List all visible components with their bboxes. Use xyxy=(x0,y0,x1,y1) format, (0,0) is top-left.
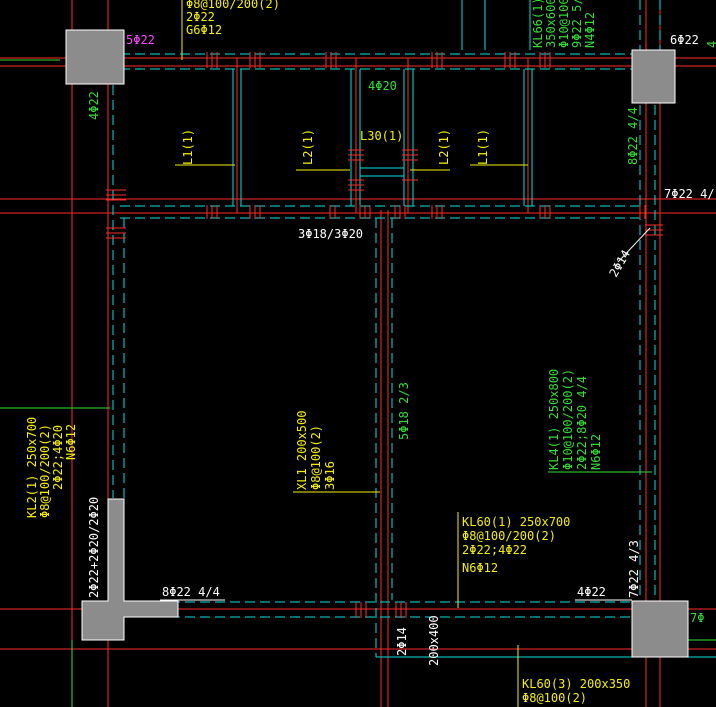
kl66-c: Φ10@100 xyxy=(557,0,571,48)
right-8phi22: 8Φ22 4/4 xyxy=(626,107,640,165)
xl1-c: 3Φ16 xyxy=(323,461,337,490)
ticks-top-1 xyxy=(206,52,551,68)
rebar-ticks xyxy=(106,52,663,618)
kl60-1-b: Φ8@100/200(2) xyxy=(462,529,556,543)
bottom-7phi22-right: 7Φ22 4/3 xyxy=(627,540,641,598)
columns xyxy=(65,29,689,658)
ticks-bot-1 xyxy=(355,602,407,618)
bottom-4phi22: 4Φ22 xyxy=(577,585,606,599)
xl1-b: Φ8@100(2) xyxy=(309,425,323,490)
l2-right-label: L2(1) xyxy=(437,129,451,165)
top-right-6phi22: 6Φ22 xyxy=(670,33,699,47)
ticks-mid-1 xyxy=(206,205,646,219)
kl66-a: KL66(1) xyxy=(531,0,545,48)
white-3phi18: 3Φ18/3Φ20 xyxy=(298,227,363,241)
kl60-1-d: N6Φ12 xyxy=(462,561,498,575)
bottom-200x400: 200x400 xyxy=(427,615,441,666)
kl60-3-a: KL60(3) 200x350 xyxy=(522,677,630,691)
kl66-b: 350x600 xyxy=(544,0,558,48)
kl66-d: 9Φ22 5/4 xyxy=(570,0,584,48)
column-bottom-right xyxy=(631,600,689,658)
leader-2phi14-top xyxy=(617,227,651,263)
l30-label: L30(1) xyxy=(360,129,403,143)
bottom-2phi14: 2Φ14 xyxy=(395,627,409,656)
kl41-d: N6Φ12 xyxy=(589,434,603,470)
kl2-a: KL2(1) 250x700 xyxy=(25,417,39,518)
top-label-b: 2Φ22 xyxy=(186,10,215,24)
kl66-e: N4Φ12 xyxy=(583,12,597,48)
top-right-4: 4 xyxy=(705,41,716,48)
kl60-3-b: Φ8@100(2) xyxy=(522,691,587,705)
xl1-a: XL1 200x500 xyxy=(295,411,309,490)
l2-left-label: L2(1) xyxy=(301,129,315,165)
column-top-left xyxy=(65,29,125,85)
magenta-5phi22: 5Φ22 xyxy=(126,33,155,47)
l1-left-label: L1(1) xyxy=(181,129,195,165)
l30-box xyxy=(359,167,405,177)
beam-outlines xyxy=(112,0,716,658)
top-label-a: Φ8@100/200(2) xyxy=(186,0,280,11)
ticks-beam-v xyxy=(348,149,418,191)
top-label-c: G6Φ12 xyxy=(186,23,222,37)
left-top-4phi22: 4Φ22 xyxy=(87,91,101,120)
kl60-1-c: 2Φ22;4Φ22 xyxy=(462,543,527,557)
column-top-right xyxy=(631,49,676,104)
left-2phi22-2phi20: 2Φ22+2Φ20/2Φ20 xyxy=(87,497,101,598)
l1-right-label: L1(1) xyxy=(476,129,490,165)
bottom-8phi22: 8Φ22 4/4 xyxy=(162,585,220,599)
bottom-7phi-edge: 7Φ xyxy=(690,611,704,625)
kl41-a: KL4(1) 250x800 xyxy=(547,369,561,470)
right-7phi22-top: 7Φ22 4/ xyxy=(664,187,715,201)
kl41-c: 2Φ22;8Φ20 4/4 xyxy=(575,376,589,470)
kl60-1-a: KL60(1) 250x700 xyxy=(462,515,570,529)
column-bottom-left xyxy=(81,498,179,641)
ticks-left-1 xyxy=(106,189,126,239)
kl2-c: 2Φ22;4Φ20 xyxy=(51,425,65,490)
green-4phi20: 4Φ20 xyxy=(368,79,397,93)
kl2-d: N6Φ12 xyxy=(64,424,78,460)
green-5phi18: 5Φ18 2/3 xyxy=(397,382,411,440)
kl41-b: Φ10@100/200(2) xyxy=(561,369,575,470)
kl2-b: Φ8@100/200(2) xyxy=(38,424,52,518)
